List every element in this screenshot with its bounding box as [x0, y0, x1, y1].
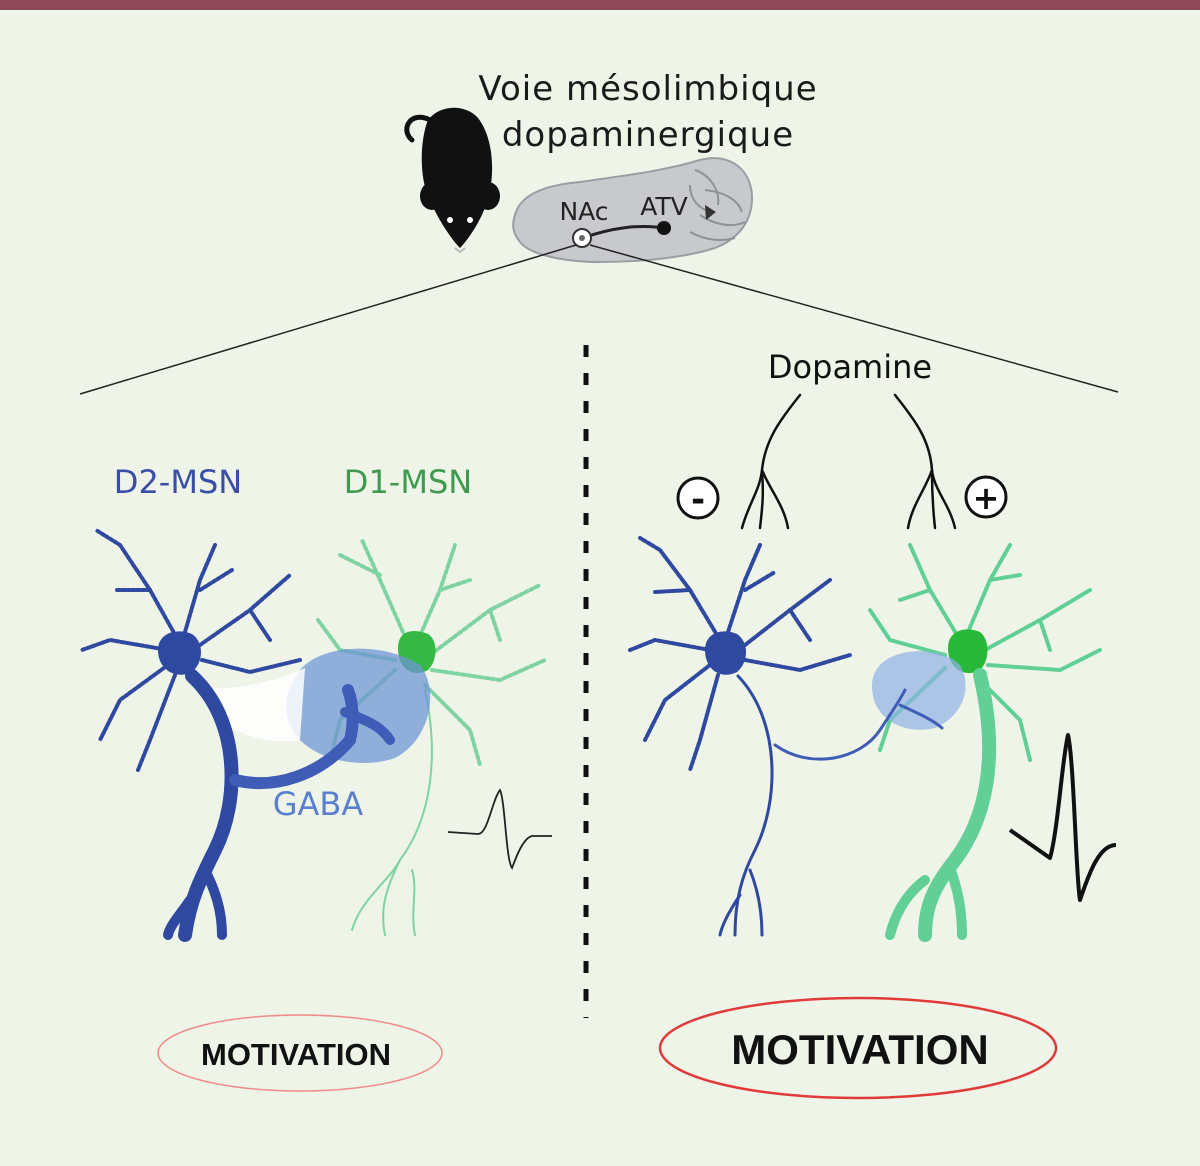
dopamine-label: Dopamine	[768, 348, 932, 386]
gaba-label: GABA	[273, 785, 364, 823]
title-line-2: dopaminergique	[502, 115, 794, 155]
mouse-icon	[404, 107, 500, 254]
d1-msn-label: D1-MSN	[344, 463, 472, 501]
plus-icon: +	[964, 475, 1008, 519]
left-motivation-label: MOTIVATION	[201, 1037, 391, 1072]
title-line-1: Voie mésolimbique	[478, 69, 817, 109]
right-d2-neuron	[628, 536, 852, 772]
dopamine-fibers	[740, 393, 957, 530]
top-accent-bar	[0, 0, 1200, 10]
zoom-line-right	[589, 244, 1119, 393]
plus-sign: +	[973, 479, 1000, 517]
left-d2-neuron	[80, 528, 302, 772]
atv-label: ATV	[640, 192, 688, 221]
left-motivation-ellipse	[157, 1014, 443, 1092]
right-d1-axon	[918, 668, 997, 942]
brain-icon	[512, 157, 754, 264]
right-d2-soma	[705, 631, 746, 675]
left-d1-neuron	[316, 538, 547, 936]
right-gaba-cloud	[872, 651, 966, 730]
left-d2-soma	[158, 631, 201, 675]
right-motivation-ellipse	[658, 996, 1058, 1100]
d2-msn-label: D2-MSN	[114, 463, 242, 501]
left-gaba-projection	[229, 684, 359, 789]
right-d1-soma	[948, 629, 988, 674]
nac-label: NAc	[559, 197, 608, 226]
right-d1-neuron	[868, 543, 1102, 762]
left-gaba-cloud	[286, 648, 431, 763]
right-gaba-projection	[773, 688, 944, 761]
minus-icon: -	[676, 476, 720, 520]
right-motivation-label: MOTIVATION	[731, 1026, 988, 1073]
left-gaba-gap	[210, 668, 305, 742]
minus-sign: -	[691, 480, 705, 520]
action-potential-icon-large	[1008, 733, 1117, 902]
zoom-line-left	[79, 244, 577, 395]
action-potential-icon	[447, 788, 552, 870]
